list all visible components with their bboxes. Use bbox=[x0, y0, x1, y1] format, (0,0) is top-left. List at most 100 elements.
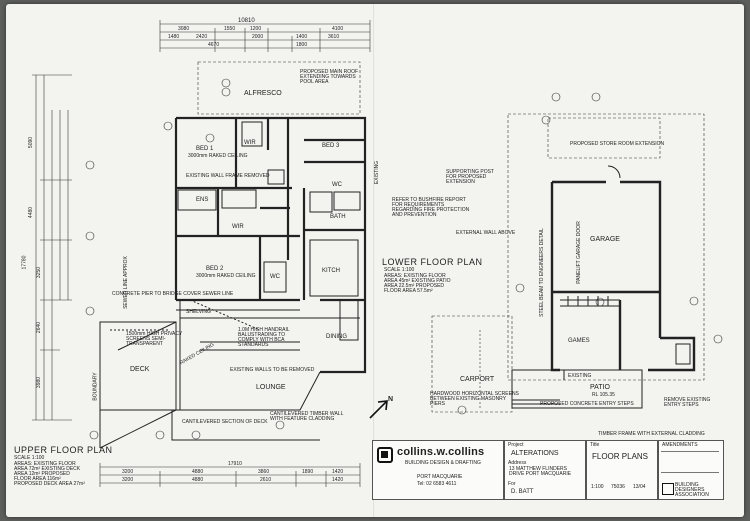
note-timber-wall: CANTILEVERED TIMBER WALL WITH FEATURE CL… bbox=[270, 411, 344, 422]
note-concrete-steps: PROPOSED CONCRETE ENTRY STEPS bbox=[540, 401, 634, 407]
room-kitch: KITCH bbox=[322, 268, 340, 274]
client-label: For bbox=[508, 481, 516, 487]
dim-bottom-5: 1420 bbox=[332, 469, 344, 475]
title-block-title: Title FLOOR PLANS 1:100 75036 13/04 bbox=[586, 440, 658, 500]
upper-floor-plan-title: UPPER FLOOR PLAN bbox=[14, 445, 113, 455]
note-steel-beam: STEEL BEAM TO ENGINEERS DETAIL bbox=[538, 228, 545, 317]
amendments-table bbox=[661, 451, 719, 473]
dim-top-3: 1200 bbox=[250, 26, 262, 32]
dim-top-4: 4100 bbox=[332, 26, 344, 32]
client-name: D. BATT bbox=[511, 489, 534, 495]
room-wir: WIR bbox=[232, 224, 244, 230]
note-walls-removed: EXISTING WALLS TO BE REMOVED bbox=[230, 367, 315, 373]
address-label: Address bbox=[508, 460, 527, 466]
bed2-ceiling: 3000mm RAKED CEILING bbox=[196, 273, 256, 279]
drawing-sheet bbox=[6, 4, 744, 517]
sheet-title: FLOOR PLANS bbox=[592, 452, 649, 461]
dim-top-7: 2000 bbox=[252, 34, 264, 40]
dim-top-11: 1800 bbox=[296, 42, 308, 48]
note-timber-frame: TIMBER FRAME WITH EXTERNAL CLADDING bbox=[598, 431, 705, 437]
lower-dashed-lines bbox=[431, 113, 705, 413]
dim-top-5: 1480 bbox=[168, 34, 180, 40]
company-tagline: BUILDING DESIGN & DRAFTING bbox=[405, 460, 481, 466]
company-logo-icon bbox=[377, 447, 393, 463]
dim-left-total: 17780 bbox=[21, 255, 28, 270]
note-concrete-pier: CONCRETE PIER TO BRIDGE COVER SEWER LINE bbox=[112, 291, 234, 297]
note-handrail: 1.0M HIGH HANDRAIL BALUSTRADING TO COMPL… bbox=[238, 327, 290, 348]
dim-top-2: 1550 bbox=[224, 26, 236, 32]
north-label: N bbox=[388, 396, 394, 403]
room-bed2: BED 2 bbox=[206, 266, 224, 272]
room-wc: WC bbox=[270, 274, 280, 280]
dim-bottom-6: 3200 bbox=[122, 477, 134, 483]
upper-areas-note: AREAS: EXISTING FLOOR AREA 72m² EXISTING… bbox=[14, 461, 85, 487]
note-store-room: PROPOSED STORE ROOM EXTENSION bbox=[570, 141, 665, 147]
note-supporting-post: SUPPORTING POST FOR PROPOSED EXTENSION bbox=[446, 169, 494, 185]
lower-floor-plan-scale: SCALE 1:100 bbox=[384, 267, 415, 273]
note-existing-lower: EXISTING bbox=[568, 373, 592, 379]
lower-thin-lines bbox=[511, 165, 691, 409]
room-alfresco: ALFRESCO bbox=[244, 90, 282, 97]
room-deck: DECK bbox=[130, 366, 150, 373]
association-name: BUILDING DESIGNERS ASSOCIATION bbox=[675, 482, 709, 498]
room-carport: CARPORT bbox=[460, 376, 495, 383]
title-label: Title bbox=[590, 442, 600, 448]
upper-top-dimension-lines bbox=[159, 20, 371, 52]
title-block-project: Project ALTERATIONS Address 13 MATTHEW F… bbox=[504, 440, 586, 500]
project-name: ALTERATIONS bbox=[511, 450, 559, 457]
dim-top-1: 3080 bbox=[178, 26, 190, 32]
note-cantilevered: CANTILEVERED SECTION OF DECK bbox=[182, 419, 268, 425]
dim-top-9: 3610 bbox=[328, 34, 340, 40]
dim-upper-top-total: 10810 bbox=[238, 18, 255, 24]
dim-top-8: 1400 bbox=[296, 34, 308, 40]
room-dining: DINING bbox=[326, 334, 347, 340]
lower-areas-note: AREAS: EXISTING FLOOR AREA 45m² EXISTING… bbox=[384, 273, 451, 294]
dim-top-10: 4670 bbox=[208, 42, 220, 48]
dim-top-6: 2420 bbox=[196, 34, 208, 40]
room-bed1: BED 1 bbox=[196, 146, 214, 152]
note-sewer: SEWER LINE APPROX bbox=[122, 256, 129, 309]
room-bath: BATH bbox=[330, 214, 346, 220]
job-number: 75036 bbox=[611, 484, 625, 490]
lower-floor-plan-title: LOWER FLOOR PLAN bbox=[382, 257, 483, 267]
north-arrow bbox=[369, 400, 388, 419]
note-pool-roof: PROPOSED MAIN ROOF EXTENDING TOWARDS POO… bbox=[300, 69, 359, 85]
alfresco-outline bbox=[197, 61, 361, 115]
dim-bottom-2: 4880 bbox=[192, 469, 204, 475]
title-block-amendments: AMENDMENTS BUILDING DESIGNERS ASSOCIATIO… bbox=[658, 440, 724, 500]
room-patio: PATIO bbox=[590, 384, 610, 391]
dim-bottom-7: 4880 bbox=[192, 477, 204, 483]
company-name: collins.w.collins bbox=[397, 446, 485, 458]
room-wc-top: WC bbox=[332, 182, 342, 188]
note-external-wall: EXTERNAL WALL ABOVE bbox=[456, 230, 516, 236]
upper-floor-plan-scale: SCALE 1:100 bbox=[14, 455, 45, 461]
note-wall-removed: EXISTING WALL FRAME REMOVED bbox=[186, 173, 270, 179]
dim-bottom-4: 1890 bbox=[302, 469, 314, 475]
company-phone: Tel: 02 6583 4611 bbox=[417, 481, 457, 487]
room-games: GAMES bbox=[568, 338, 590, 344]
site-address: 13 MATTHEW FLINDERS DRIVE PORT MACQUARIE bbox=[509, 466, 572, 477]
room-lounge: LOUNGE bbox=[256, 384, 286, 391]
dim-bottom-1: 3200 bbox=[122, 469, 134, 475]
project-label: Project bbox=[508, 442, 524, 448]
room-garage: GARAGE bbox=[590, 236, 620, 243]
title-block-company: collins.w.collins BUILDING DESIGN & DRAF… bbox=[372, 440, 504, 500]
upper-left-dimension-lines bbox=[32, 74, 72, 421]
dim-left-4: 2640 bbox=[36, 321, 43, 334]
note-privacy-screens: 1500mm HIGH PRIVACY SCREENS SEMI-TRANSPA… bbox=[126, 331, 183, 347]
dim-left-1: 5090 bbox=[28, 136, 35, 149]
note-existing-upper: EXISTING bbox=[374, 160, 381, 185]
note-garage-door: PANELIFT GARAGE DOOR bbox=[575, 221, 582, 284]
upper-bottom-dimension-lines bbox=[99, 463, 361, 487]
dim-left-2: 4480 bbox=[28, 206, 35, 219]
dim-left-3: 3250 bbox=[36, 266, 43, 279]
amendments-label: AMENDMENTS bbox=[662, 442, 698, 448]
note-remove-steps: REMOVE EXISTING ENTRY STEPS bbox=[664, 397, 711, 408]
sheet-scale: 1:100 bbox=[591, 484, 604, 490]
note-boundary: BOUNDARY bbox=[92, 372, 99, 401]
sheet-date: 13/04 bbox=[633, 484, 646, 490]
dim-bottom-3: 3860 bbox=[258, 469, 270, 475]
upper-thin-lines bbox=[99, 121, 361, 449]
sheet-fold bbox=[373, 4, 375, 517]
